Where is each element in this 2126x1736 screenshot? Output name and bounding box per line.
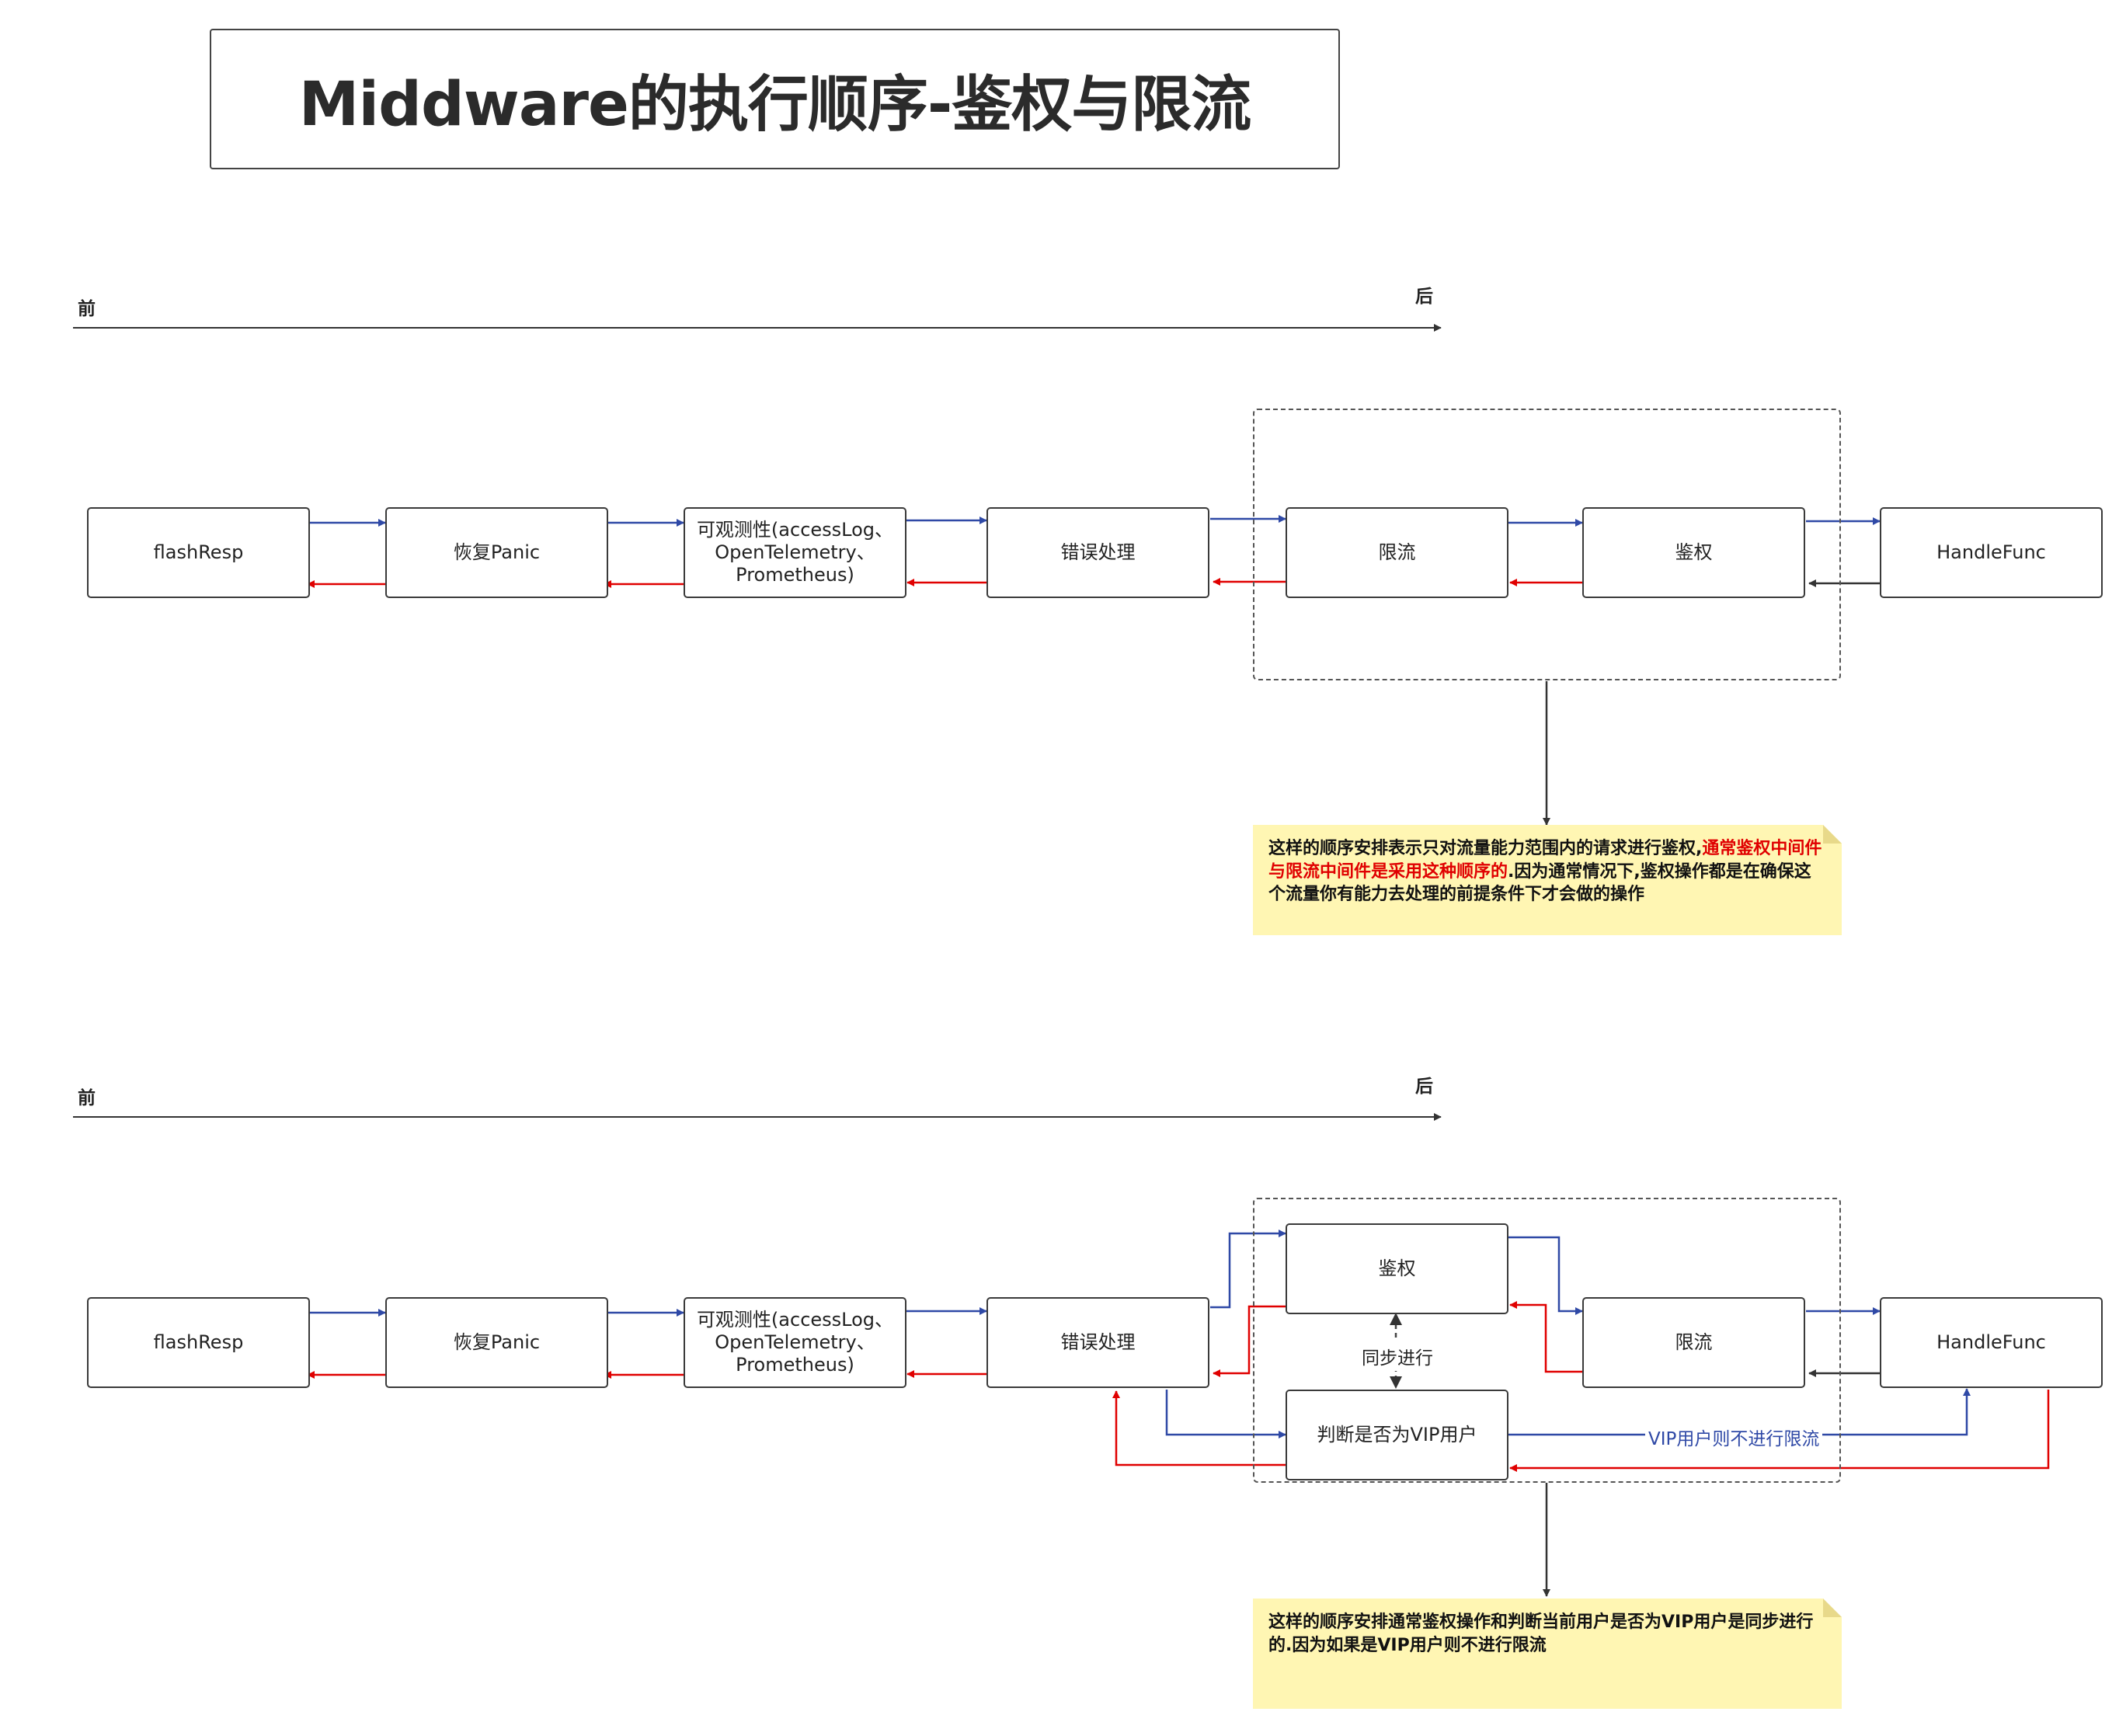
d2-note-text: 这样的顺序安排通常鉴权操作和判断当前用户是否为VIP用户是同步进行的.因为如果是…	[1268, 1612, 1814, 1655]
d2-auth-box[interactable]: 鉴权	[1286, 1223, 1508, 1314]
d1-note-part2: 通常鉴权中间件与限流中间件是采用这种顺序的	[1268, 839, 1822, 882]
d2-vip-label: VIP用户则不进行限流	[1645, 1424, 1823, 1450]
d1-auth-box[interactable]: 鉴权	[1582, 507, 1805, 598]
axis-front-label-1: 前	[78, 299, 96, 319]
d2-sync-arrow-up	[1390, 1313, 1402, 1325]
d1-note: 这样的顺序安排表示只对流量能力范围内的请求进行鉴权,通常鉴权中间件与限流中间件是…	[1253, 825, 1842, 935]
d2-note: 这样的顺序安排通常鉴权操作和判断当前用户是否为VIP用户是同步进行的.因为如果是…	[1253, 1599, 1842, 1709]
d2-handlefunc-box[interactable]: HandleFunc	[1880, 1297, 2103, 1388]
d1-error-handling-box[interactable]: 错误处理	[986, 507, 1209, 598]
d2-dashed-group	[1253, 1198, 1841, 1483]
d1-note-part1: 这样的顺序安排表示只对流量能力范围内的请求进行鉴权,	[1268, 839, 1703, 858]
d1-dashed-group	[1253, 409, 1841, 680]
d2-backward-arrows	[307, 1301, 2050, 1472]
d2-flashresp-box[interactable]: flashResp	[87, 1297, 310, 1388]
d2-rate-limit-box[interactable]: 限流	[1582, 1297, 1805, 1388]
d2-sync-arrow-down	[1390, 1376, 1402, 1389]
d1-forward-arrows	[304, 515, 1881, 527]
d2-handlefunc-label: HandleFunc	[1936, 1331, 2046, 1354]
d2-observability-box[interactable]: 可观测性(accessLog、 OpenTelemetry、 Prometheu…	[684, 1297, 906, 1388]
axis-front-label-2: 前	[78, 1088, 96, 1108]
d2-sync-label: 同步进行	[1359, 1341, 1436, 1371]
d1-handlefunc-label: HandleFunc	[1936, 541, 2046, 564]
d2-vip-check-label: 判断是否为VIP用户	[1317, 1424, 1477, 1446]
d1-error-handling-label: 错误处理	[1060, 541, 1136, 564]
d1-recover-panic-label: 恢复Panic	[453, 541, 541, 564]
d1-note-part3: .因为通常情况下,鉴权操作都是在确保这个流量你有能力去处理的前提条件下才会做的操…	[1268, 861, 1811, 905]
axis-back-label-2: 后	[1415, 1077, 1433, 1097]
d1-observability-box[interactable]: 可观测性(accessLog、 OpenTelemetry、 Prometheu…	[684, 507, 906, 598]
d1-backward-arrows	[307, 578, 1582, 588]
axis-back-label-1: 后	[1415, 287, 1433, 307]
d1-flashresp-box[interactable]: flashResp	[87, 507, 310, 598]
d1-rate-limit-box[interactable]: 限流	[1286, 507, 1508, 598]
d1-handlefunc-box[interactable]: HandleFunc	[1880, 507, 2103, 598]
d2-recover-panic-label: 恢复Panic	[453, 1331, 541, 1354]
d2-forward-arrows	[304, 1230, 1971, 1439]
d2-error-handling-box[interactable]: 错误处理	[986, 1297, 1209, 1388]
d1-observability-label: 可观测性(accessLog、 OpenTelemetry、 Prometheu…	[696, 519, 894, 586]
d2-error-handling-label: 错误处理	[1060, 1331, 1136, 1354]
d1-recover-panic-box[interactable]: 恢复Panic	[385, 507, 608, 598]
d1-auth-label: 鉴权	[1675, 541, 1713, 564]
page-title: Middware的执行顺序-鉴权与限流	[298, 69, 1251, 140]
d2-recover-panic-box[interactable]: 恢复Panic	[385, 1297, 608, 1388]
d1-flashresp-label: flashResp	[153, 541, 244, 564]
d2-observability-label: 可观测性(accessLog、 OpenTelemetry、 Prometheu…	[696, 1309, 894, 1376]
d1-rate-limit-label: 限流	[1378, 541, 1416, 564]
d2-rate-limit-label: 限流	[1675, 1331, 1713, 1354]
d2-auth-label: 鉴权	[1378, 1258, 1416, 1280]
d2-vip-check-box[interactable]: 判断是否为VIP用户	[1286, 1390, 1508, 1480]
title-box: Middware的执行顺序-鉴权与限流	[210, 29, 1340, 169]
d2-flashresp-label: flashResp	[153, 1331, 244, 1354]
